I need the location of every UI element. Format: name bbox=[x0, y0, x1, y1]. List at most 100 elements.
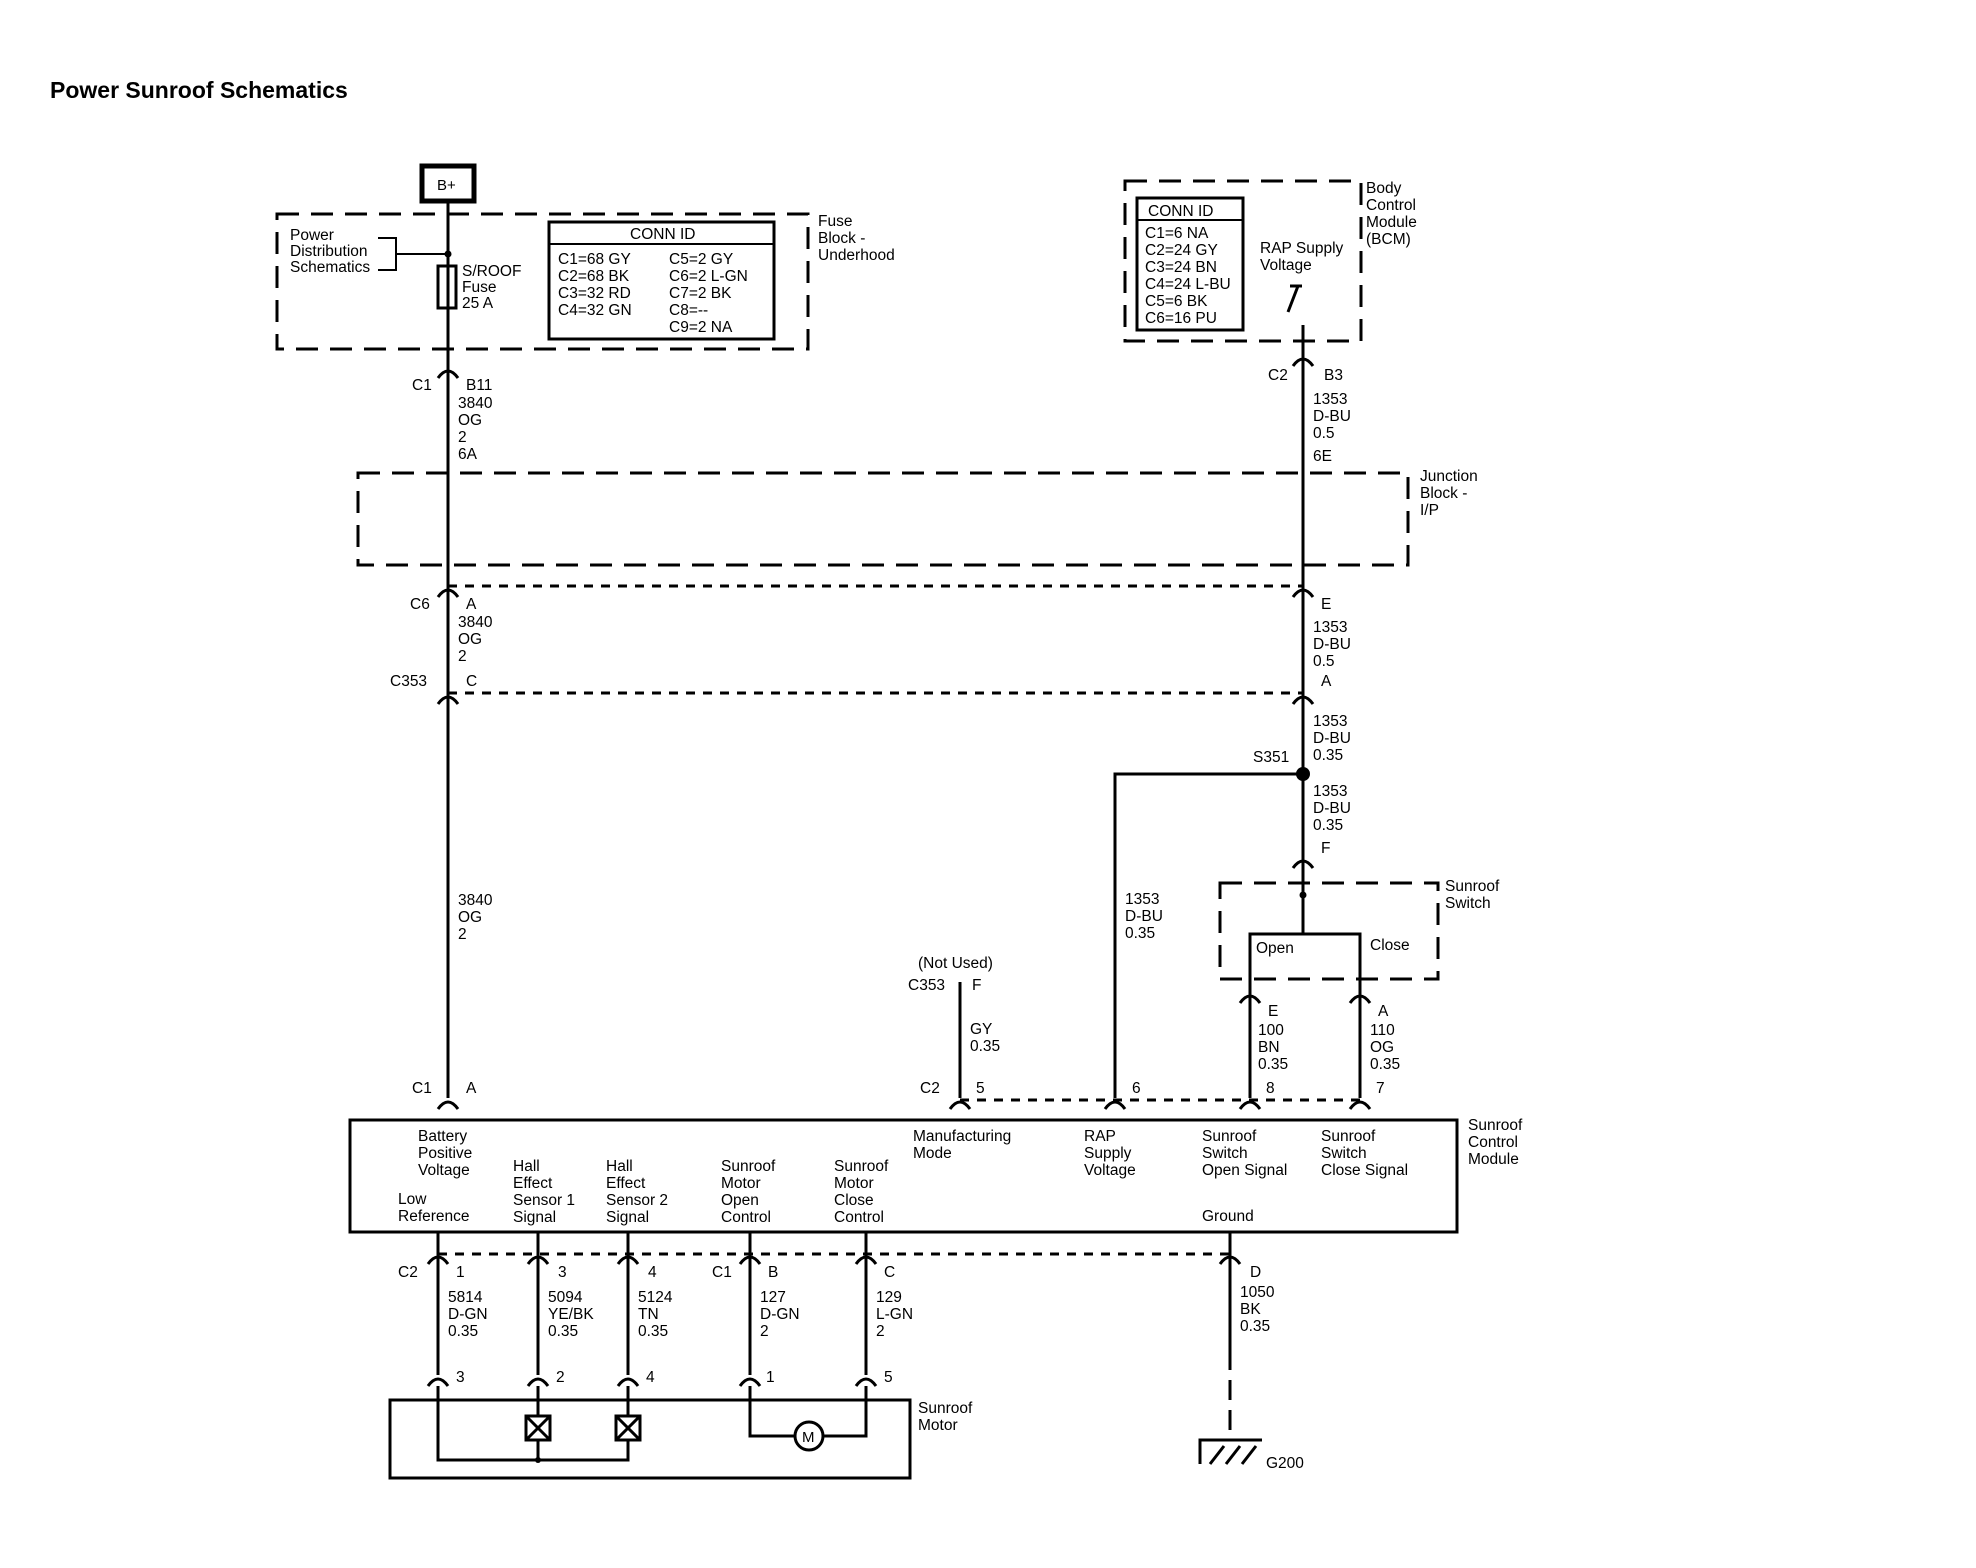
close-signal-2: Switch bbox=[1321, 1145, 1367, 1162]
wire1-spec-3: 0.35 bbox=[448, 1323, 478, 1340]
switch-close-label: Close bbox=[1370, 937, 1410, 954]
fuse-conn-c2: C2=68 BK bbox=[558, 268, 630, 285]
left-spec1-1: 3840 bbox=[458, 395, 493, 412]
module-label-3: Module bbox=[1468, 1151, 1519, 1168]
left-spec3-3: 2 bbox=[458, 926, 467, 943]
ground-g200-label: G200 bbox=[1266, 1455, 1304, 1472]
not-used-pin: F bbox=[972, 977, 981, 994]
motor-pin-3: 3 bbox=[456, 1369, 465, 1386]
sunroof-switch-label-2: Switch bbox=[1445, 895, 1491, 912]
motor-close-3: Close bbox=[834, 1192, 874, 1209]
module-top-c2-label: C2 bbox=[920, 1080, 940, 1097]
right-pin-a-label: A bbox=[1321, 673, 1332, 690]
pds-label-1: Power bbox=[290, 227, 334, 244]
fuse-conn-c6: C6=2 L-GN bbox=[669, 268, 748, 285]
rap-supply-1: RAP bbox=[1084, 1128, 1116, 1145]
left-spec2-2: OG bbox=[458, 631, 482, 648]
wire3-spec-1: 5124 bbox=[638, 1289, 673, 1306]
left-spec3-2: OG bbox=[458, 909, 482, 926]
fuse-label-3: 25 A bbox=[462, 295, 494, 312]
fuse-conn-c4: C4=32 GN bbox=[558, 302, 632, 319]
right-c2-label: C2 bbox=[1268, 367, 1288, 384]
open-wire-pin: E bbox=[1268, 1003, 1278, 1020]
left-pin-c-label: C bbox=[466, 673, 477, 690]
wire3-spec-2: TN bbox=[638, 1306, 659, 1323]
motor-symbol-label: M bbox=[802, 1429, 815, 1446]
motor-close-2: Motor bbox=[834, 1175, 874, 1192]
hall-effect-sensor-2-icon bbox=[614, 1414, 642, 1442]
low-reference-2: Reference bbox=[398, 1208, 470, 1225]
module-top-pin-7: 7 bbox=[1376, 1080, 1385, 1097]
fuse-block-label-1: Fuse bbox=[818, 213, 852, 230]
right-spec3-1: 1353 bbox=[1313, 713, 1347, 730]
open-wire-spec-1: 100 bbox=[1258, 1022, 1284, 1039]
open-signal-3: Open Signal bbox=[1202, 1162, 1287, 1179]
motor-pin-5: 5 bbox=[884, 1369, 893, 1386]
fuse-conn-c1: C1=68 GY bbox=[558, 251, 631, 268]
rap-wire-spec-1: 1353 bbox=[1125, 891, 1159, 908]
motor-symbol-icon bbox=[793, 1420, 825, 1452]
sunroof-motor: Sunroof Motor M bbox=[388, 1386, 973, 1480]
wire6-spec-1: 1050 bbox=[1240, 1284, 1275, 1301]
junction-label-1: Junction bbox=[1420, 468, 1478, 485]
wire2-spec-3: 0.35 bbox=[548, 1323, 578, 1340]
wire-1353-d-bu bbox=[1291, 325, 1315, 870]
bottom-c2-label: C2 bbox=[398, 1264, 418, 1281]
not-used-spec-2: 0.35 bbox=[970, 1038, 1000, 1055]
bcm-conn-c5: C5=6 BK bbox=[1145, 293, 1208, 310]
motor-open-2: Motor bbox=[721, 1175, 761, 1192]
motor-open-3: Open bbox=[721, 1192, 759, 1209]
wire2-spec-2: YE/BK bbox=[548, 1306, 594, 1323]
not-used-conn: C353 bbox=[908, 977, 945, 994]
hall2-4: Signal bbox=[606, 1209, 649, 1226]
fuse-block-label-2: Block - bbox=[818, 230, 865, 247]
wire1-spec-2: D-GN bbox=[448, 1306, 488, 1323]
fuse-block-underhood: Fuse Block - Underhood Power Distributio… bbox=[275, 212, 895, 351]
hall1-3: Sensor 1 bbox=[513, 1192, 575, 1209]
right-spec1-4: 6E bbox=[1313, 448, 1332, 465]
wire-100-bn bbox=[1238, 992, 1262, 1110]
left-spec1-2: OG bbox=[458, 412, 482, 429]
connector-switch-e-icon bbox=[1238, 994, 1262, 1004]
module-top-pin-6: 6 bbox=[1132, 1080, 1141, 1097]
wire6-spec-2: BK bbox=[1240, 1301, 1261, 1318]
left-pin-a-label: A bbox=[466, 596, 477, 613]
right-pin-f-label: F bbox=[1321, 840, 1330, 857]
connector-c1-b11-icon bbox=[436, 369, 460, 379]
bcm-conn-title: CONN ID bbox=[1148, 203, 1213, 220]
motor-open-1: Sunroof bbox=[721, 1158, 776, 1175]
close-wire-spec-2: OG bbox=[1370, 1039, 1394, 1056]
bcm-conn-c4: C4=24 L-BU bbox=[1145, 276, 1231, 293]
switch-open-label: Open bbox=[1256, 940, 1294, 957]
bplus-label: B+ bbox=[437, 177, 456, 194]
bottom-pin-c: C bbox=[884, 1264, 895, 1281]
hall1-1: Hall bbox=[513, 1158, 540, 1175]
wire2-spec-1: 5094 bbox=[548, 1289, 583, 1306]
right-spec1-3: 0.5 bbox=[1313, 425, 1335, 442]
hall2-3: Sensor 2 bbox=[606, 1192, 668, 1209]
fuse-conn-title: CONN ID bbox=[630, 226, 695, 243]
wire-1353-rap-branch bbox=[1113, 772, 1303, 1098]
wire-127-d-gn bbox=[738, 1232, 762, 1387]
sunroof-motor-label-2: Motor bbox=[918, 1417, 958, 1434]
wire1-spec-1: 5814 bbox=[448, 1289, 483, 1306]
close-wire-spec-1: 110 bbox=[1370, 1022, 1395, 1039]
bcm-conn-c1: C1=6 NA bbox=[1145, 225, 1209, 242]
bcm-conn-c6: C6=16 PU bbox=[1145, 310, 1217, 327]
manufacturing-mode-1: Manufacturing bbox=[913, 1128, 1011, 1145]
bottom-pin-3: 3 bbox=[558, 1264, 567, 1281]
motor-pin-1: 1 bbox=[766, 1369, 775, 1386]
right-spec2-3: 0.5 bbox=[1313, 653, 1335, 670]
motor-pin-4: 4 bbox=[646, 1369, 655, 1386]
bottom-pin-b: B bbox=[768, 1264, 778, 1281]
wire4-spec-3: 2 bbox=[760, 1323, 769, 1340]
wire-5124-tn bbox=[616, 1232, 640, 1387]
sunroof-switch: Sunroof Switch Open Close bbox=[1218, 870, 1500, 992]
close-signal-3: Close Signal bbox=[1321, 1162, 1408, 1179]
module-top-a-label: A bbox=[466, 1080, 477, 1097]
battery-voltage-3: Voltage bbox=[418, 1162, 470, 1179]
sunroof-switch-label-1: Sunroof bbox=[1445, 878, 1500, 895]
wire-1050-bk bbox=[1218, 1232, 1242, 1440]
module-top-c1-label: C1 bbox=[412, 1080, 432, 1097]
fuse-block-label-3: Underhood bbox=[818, 247, 895, 264]
